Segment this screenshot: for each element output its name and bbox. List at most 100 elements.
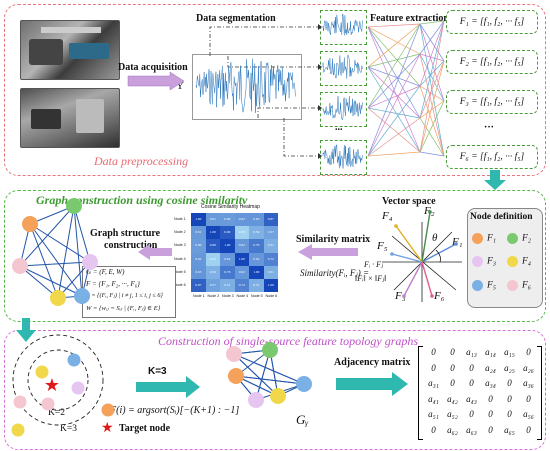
- fc-line-a: [367, 53, 421, 109]
- raw-signal-trace: [195, 58, 296, 113]
- node-definition-box: [467, 208, 543, 308]
- matrix-cell: a₃₁: [428, 378, 439, 388]
- matrix-cell: 0: [469, 362, 474, 373]
- feature-extraction-network: [367, 20, 445, 157]
- fc-line-a: [367, 23, 421, 109]
- legend-node-f5: F₅: [472, 280, 496, 291]
- test-rig-photo-bottom: [20, 88, 120, 148]
- fc-line-b: [419, 20, 445, 153]
- heatmap-cell: 0.62: [220, 252, 235, 266]
- node-f3-icon: [472, 256, 483, 267]
- heatmap-cell: 0.51: [249, 279, 264, 293]
- vector-space-label: Vector space: [382, 196, 436, 207]
- matrix-cell: 0: [488, 424, 493, 435]
- matrix-right-bracket: [537, 346, 542, 440]
- heatmap-cell: 0.63: [249, 213, 264, 227]
- fc-line-a: [367, 85, 421, 109]
- heatmap-cell: 0.62: [234, 239, 249, 253]
- matrix-cell: 0: [469, 409, 474, 419]
- heatmap-cell: 0.35: [205, 252, 220, 266]
- legend-node-f4: F₄: [507, 256, 531, 267]
- adjacency-arrow: [336, 372, 408, 396]
- signal-symbol-y: Y: [176, 80, 184, 92]
- equation-weights: W = {wᵢⱼ = Sᵢⱼ | (Fᵢ, Fⱼ) ∈ E}: [86, 305, 161, 312]
- graph-edge: [29, 223, 59, 299]
- fc-line-a: [367, 66, 421, 153]
- gy-node-1: [228, 368, 244, 384]
- target-node-label: Target node: [119, 423, 171, 434]
- similarity-matrix-label: Similarity matrix: [296, 234, 371, 245]
- k3-neighborhood-circle: [12, 334, 104, 426]
- fc-line-a: [367, 26, 421, 55]
- legend-node-f3: F₃: [472, 256, 496, 267]
- feature-vector-f3: F₃ = [f₁, f₂, ··· f₅]: [446, 90, 538, 114]
- gy-node-2: [262, 342, 278, 358]
- feature-extraction-label: Feature extraction: [370, 13, 449, 24]
- equation-edges: E = {(Fᵢ, Fⱼ) | i ≠ j, 1 ≤ i, j ≤ 6}: [86, 292, 163, 299]
- heatmap-row-label: Node 6: [174, 283, 186, 287]
- vector-f3: [403, 261, 423, 297]
- graph-edge: [29, 223, 91, 263]
- matrix-cell: 0: [450, 347, 455, 357]
- heatmap-row-label: Node 5: [174, 269, 186, 274]
- feature-ellipsis: ···: [484, 122, 495, 133]
- node-f6-icon: [507, 280, 518, 291]
- fc-line-a: [367, 107, 421, 153]
- heatmap-row-label: Node 3: [174, 243, 186, 248]
- vector-f6-tip: [430, 294, 434, 298]
- matrix-cell: a₅₁: [428, 409, 439, 419]
- feature-vectors: [390, 210, 458, 298]
- feature-vector-f1: F₁ = [f₁, f₂, ··· f₅]: [446, 10, 538, 34]
- target-node-icon: ★: [101, 421, 114, 436]
- k3-arrow: [136, 376, 200, 398]
- segment-ellipsis: ...: [335, 122, 343, 133]
- construction-label: construction: [104, 240, 158, 251]
- heatmap-cell: 0.61: [191, 226, 206, 240]
- raw-signal-waveform: [195, 58, 296, 113]
- graph-construction-panel: [4, 190, 546, 322]
- matrix-cell: 0: [507, 378, 512, 388]
- graph-edge: [73, 205, 83, 297]
- matrix-cell: 0: [507, 393, 512, 404]
- node-f5-icon: [472, 280, 483, 291]
- heatmap-col-label: Node 5: [251, 294, 263, 299]
- matrix-cell: 0: [469, 378, 474, 388]
- graph-definition-box: G = (F, E, W) F = {F₁, F₂, ···, F₆} E = …: [82, 266, 176, 318]
- fc-line-b: [419, 20, 445, 25]
- matrix-cell: a₆₃: [466, 424, 477, 435]
- gy-node-4: [248, 392, 264, 408]
- heatmap-cell: 0.76: [220, 265, 235, 279]
- fc-line-a: [367, 107, 421, 119]
- gy-edge: [235, 375, 305, 385]
- heatmap-row-label: Node 2: [174, 230, 186, 235]
- heatmap-cell: 0.62: [234, 265, 249, 279]
- graph-edge: [19, 205, 75, 267]
- fc-line-b: [419, 151, 445, 157]
- heatmap-cell: 0.63: [191, 265, 206, 279]
- matrix-cell: 0: [526, 424, 531, 435]
- matrix-cell: a₅₆: [523, 409, 534, 419]
- knn-node-5: [13, 395, 27, 409]
- matrix-cell: a₂₆: [523, 362, 534, 373]
- gy-node-5: [270, 388, 286, 404]
- matrix-cell: a₆₅: [504, 424, 515, 435]
- fc-line-b: [419, 20, 445, 87]
- knn-node-6: [101, 403, 115, 417]
- node-f2-icon: [507, 233, 518, 244]
- fc-line-a: [367, 117, 421, 157]
- segment-trace-4: [322, 144, 363, 169]
- graph-construction-title: Graph construction using cosine similari…: [36, 193, 248, 207]
- matrix-cell: 0: [507, 409, 512, 419]
- fc-line-a: [367, 26, 421, 119]
- knn-node-3: [71, 381, 85, 395]
- graph-edge: [19, 265, 59, 299]
- heatmap-col-label: Node 1: [193, 294, 205, 299]
- fc-line-a: [367, 85, 421, 157]
- matrix-cell: a₂₅: [504, 362, 515, 373]
- heatmap-cell: 0.35: [234, 226, 249, 240]
- fc-line-b: [419, 23, 445, 62]
- heatmap-cell: 1.00: [234, 252, 249, 266]
- legend-f4-text: F₄: [522, 256, 532, 267]
